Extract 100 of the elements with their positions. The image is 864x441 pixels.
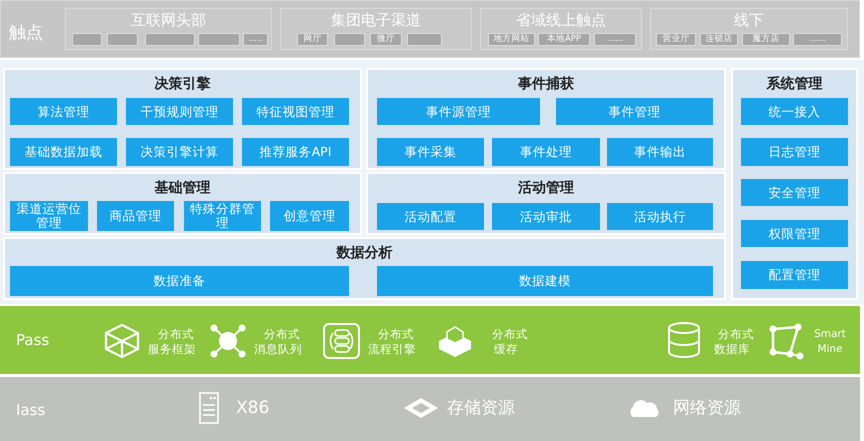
component-label: 分布式消息队列 (254, 327, 302, 357)
box-label: 营业厅 (662, 34, 690, 45)
box-label: 创意管理 (282, 209, 336, 223)
component-label: X86 (236, 398, 270, 418)
box-label: 特征视图管理 (256, 104, 336, 118)
box-label: 数据准备 (152, 274, 206, 288)
box-label: 数据建模 (518, 274, 572, 288)
component-label: 存储资源 (447, 398, 515, 418)
component-label: Smart Mine (813, 327, 847, 357)
channel-group (280, 8, 472, 50)
module-panel (731, 68, 858, 300)
module-panel (366, 68, 726, 170)
box-label: 配置管理 (768, 268, 822, 282)
box-label: 本地APP (546, 34, 582, 45)
function-box (184, 201, 261, 231)
box-label: ...... (808, 34, 827, 45)
function-box (97, 201, 174, 231)
touchpoint-band (0, 0, 860, 58)
box-label: 事件处理 (519, 145, 573, 159)
function-box (10, 138, 117, 166)
module-panel (366, 172, 726, 235)
channel-tag (793, 33, 842, 46)
box-label: 渠道运营位管理 (16, 202, 82, 230)
panel-title: 系统管理 (766, 75, 824, 93)
function-box (10, 98, 117, 125)
channel-tag (742, 33, 790, 46)
channel-tag (538, 33, 590, 46)
blank-tag (72, 33, 102, 46)
function-box (377, 138, 484, 166)
box-label: 推荐服务API (258, 145, 332, 159)
channel-tag (370, 33, 402, 46)
box-label: 网厅 (302, 34, 322, 45)
component-label: 网络资源 (673, 398, 741, 418)
function-box (741, 179, 848, 206)
function-box (377, 266, 713, 296)
component-label: 分布式流程引擎 (368, 327, 416, 357)
layer-label: Iass (16, 400, 46, 420)
box-label: ...... (606, 34, 624, 45)
channel-tag (243, 33, 268, 46)
box-label: 事件管理 (608, 104, 662, 118)
blank-tag (145, 33, 195, 46)
function-box (10, 266, 349, 296)
box-label: 算法管理 (36, 104, 90, 118)
box-label: 商品管理 (108, 209, 162, 223)
blank-tag (407, 33, 442, 46)
box-label: 活动执行 (633, 210, 687, 224)
module-panel (3, 237, 726, 300)
channel-tag (488, 33, 535, 46)
function-box (607, 203, 713, 230)
box-label: 事件采集 (404, 145, 458, 159)
blank-tag (334, 33, 365, 46)
blank-tag (198, 33, 240, 46)
channel-tag (700, 33, 738, 46)
function-box (242, 138, 349, 166)
function-box (242, 98, 349, 125)
box-label: 事件源管理 (425, 104, 492, 118)
channel-group (65, 8, 272, 50)
function-box (126, 138, 233, 166)
function-box (556, 98, 713, 125)
panel-title: 基础管理 (154, 179, 212, 197)
component-label: 分布式服务框架 (148, 327, 196, 357)
panel-title: 决策引擎 (154, 75, 212, 93)
function-box (741, 261, 848, 289)
channel-group (650, 8, 848, 50)
function-box (270, 201, 349, 231)
function-box (377, 98, 540, 125)
function-box (10, 201, 88, 231)
function-box (741, 220, 848, 247)
component-label: 分布式缓存 (491, 327, 530, 357)
box-label: 权限管理 (768, 226, 822, 240)
box-label: 活动审批 (519, 210, 573, 224)
function-box (741, 138, 848, 166)
box-label: 地方网站 (492, 34, 530, 45)
box-label: 微厅 (376, 34, 396, 45)
channel-tag (297, 33, 328, 46)
box-label: 特殊分群管理 (189, 202, 256, 230)
box-label: 活动配置 (404, 210, 458, 224)
box-label: 魔方店 (752, 34, 780, 45)
band-label: 触点 (9, 22, 43, 44)
component-label: 分布式数据库 (713, 327, 756, 357)
module-panel (3, 172, 362, 235)
box-label: 安全管理 (768, 186, 822, 200)
box-label: 事件输出 (633, 145, 687, 159)
box-label: 决策引擎计算 (140, 145, 220, 159)
box-label: 基础数据加载 (24, 145, 104, 159)
function-box (126, 98, 233, 125)
panel-title: 数据分析 (335, 244, 394, 262)
channel-tag (656, 33, 696, 46)
channel-tag (594, 33, 636, 46)
box-label: 连锁店 (704, 34, 734, 45)
function-box (741, 98, 848, 125)
layer-label: Pass (16, 330, 50, 350)
function-box (492, 138, 600, 166)
panel-title: 事件捕获 (517, 75, 575, 93)
channel-group (480, 8, 642, 50)
function-box (377, 203, 484, 230)
blank-tag (107, 33, 138, 46)
box-label: ..... (248, 34, 264, 45)
function-box (492, 203, 600, 230)
box-label: 干预规则管理 (140, 104, 220, 118)
